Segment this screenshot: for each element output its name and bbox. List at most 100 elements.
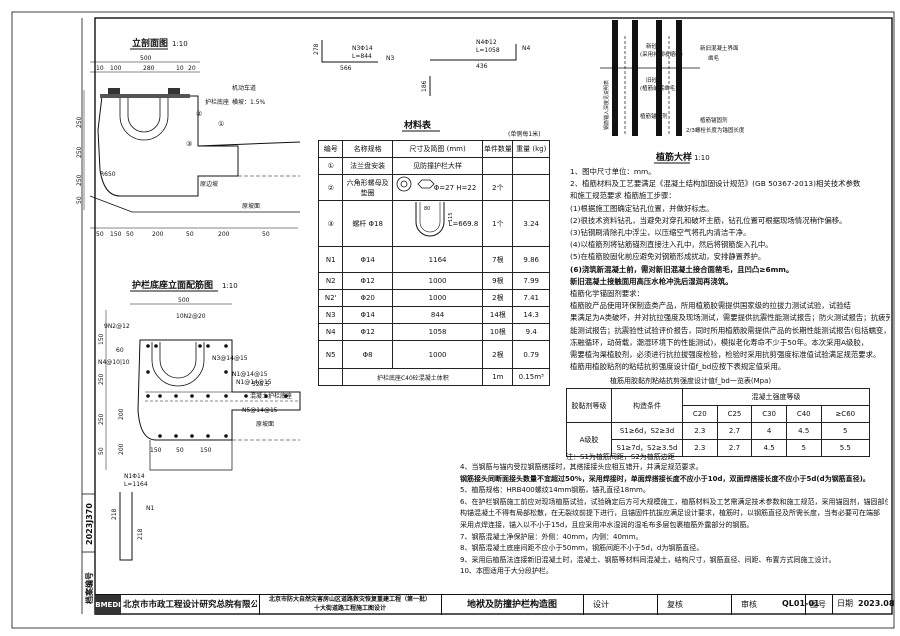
dim-20: 20	[188, 65, 196, 72]
table-cell: ①	[317, 157, 344, 175]
gr-dim-150c: 150	[200, 447, 212, 454]
table-cell: 2根	[482, 340, 514, 369]
table-cell: 2根	[482, 289, 514, 307]
gr-tag-1: 9N2@12	[104, 323, 130, 330]
rebar-dot	[206, 394, 210, 398]
mt-head-qty: 单件数量	[482, 140, 514, 158]
rebar-dot	[284, 394, 288, 398]
anchor-new-concrete: 新砼	[646, 42, 658, 50]
note-line: 能测试报告；抗震验性试验评价报告，同时所用植筋胶需提供产品的长期性能测试报告(包…	[570, 325, 890, 335]
rebar-dot	[206, 344, 210, 348]
table-cell	[317, 368, 344, 386]
table-cell: N3	[317, 306, 344, 324]
rebar-n1-sketch: N1Φ14 L=1164 218 218 N1	[111, 473, 154, 561]
table-cell: N4	[317, 323, 344, 341]
table-cell: 5.5	[820, 439, 871, 457]
bond-table-title: 植筋用胶黏剂粘结抗剪强度设计值f_bd一览表(Mpa)	[610, 377, 772, 385]
gr-dim-200b: 200	[118, 443, 125, 455]
label-base: 护栏底座	[205, 98, 229, 106]
gr-tag-7: N5@14@15	[242, 407, 278, 414]
n3-dim-a: 278	[313, 43, 320, 55]
date-label: 日期	[832, 594, 853, 614]
table-cell: ②	[317, 174, 344, 201]
guardrail-scale: 1:10	[222, 282, 238, 290]
n4-num: N4	[522, 45, 530, 52]
company-name: 北京市市政工程设计研究总院有限公司	[123, 600, 257, 610]
outer-frame	[11, 11, 895, 629]
elevation-scale: 1:10	[172, 40, 188, 48]
dim-side-1: 250	[76, 116, 83, 128]
note-line: 8、钢筋混凝土底座间距不应小于50mm，钢筋间距不小于5d，d为钢筋直径。	[460, 544, 704, 553]
table-cell: 0.79	[512, 340, 550, 369]
rebar-dot	[224, 434, 228, 438]
table-cell: 2.7	[716, 422, 753, 440]
dim-10b: 10	[176, 65, 184, 72]
note-line: 和施工规范要求 植筋施工步骤：	[570, 191, 676, 201]
anchor-detail: 新砼 (采用补偿收缩砼) 旧砼 (植筋前需凿毛) 植筋锚固剂 新旧混凝土界面 凿…	[600, 20, 745, 164]
dim-100: 100	[110, 65, 122, 72]
table-cell: Φ20	[342, 289, 393, 307]
anchor-length: 2/3螺栓长度为锚固长度	[686, 126, 745, 134]
note-line: 采用点焊连接，锚入以不小于15d，且应采用冲水湿润的湿毛布多层包裹植筋外露部分的…	[460, 520, 754, 529]
rebar-dot	[158, 434, 162, 438]
rebar-dot	[146, 344, 150, 348]
gr-dim-50b: 50	[176, 447, 184, 454]
rebar-dot	[174, 394, 178, 398]
n4-dim-a: 436	[476, 63, 488, 70]
table-cell: 0.15m³	[512, 368, 550, 386]
circle-2: ②	[196, 110, 202, 118]
table-cell: 4.5	[785, 422, 822, 440]
note-line: 6、在护栏钢筋施工前应对现场植筋试验，试验确定后方可大规模施工，植筋材料及工艺需…	[460, 497, 888, 506]
anchor-title: 植筋大样	[655, 151, 692, 163]
anchor-scale: 1:10	[694, 154, 710, 162]
bond-grade-c25: C25	[716, 405, 753, 423]
table-cell: 4.5	[751, 439, 787, 457]
table-cell: 2个	[482, 174, 514, 201]
table-cell	[512, 157, 550, 175]
bond-strength-table: 胶黏剂等级 构造条件 混凝土强度等级 C20 C25 C30 C40 ≥C60 …	[566, 388, 871, 457]
note-line: 植筋胶产品使用环保制造类产品，所用植筋胶需提供国家级的拉拔力测试试验，试验结	[570, 301, 851, 311]
note-line: 钢筋接头同断面接头数量不宜超过50%，采用焊接时，单面焊搭接长度不应小于10d，…	[460, 474, 870, 483]
anchor-roughen: 凿毛	[708, 54, 720, 62]
note-line: 需要植沟渠植胶剂，必须进行抗拉拔强度检验，检验时采用抗剪强度标准值试验满足规范要…	[570, 350, 881, 360]
dim-500: 500	[140, 55, 152, 62]
table-cell: 5	[820, 422, 871, 440]
table-cell: 2.3	[682, 422, 718, 440]
sheet-no-label: 图号	[805, 595, 830, 615]
dim-b5: 50	[186, 231, 194, 238]
table-cell: 1000	[391, 289, 484, 307]
archive-label: 档案编号	[84, 572, 94, 604]
dim-b7: 50	[262, 231, 270, 238]
gr-dim-150b: 150	[150, 447, 162, 454]
gr-tag-5: N1@14@15	[232, 371, 268, 378]
project-name-2: 十大街道路工程施工图设计	[313, 605, 386, 612]
mt-head-name: 名称规格	[342, 140, 393, 158]
table-cell: N5	[317, 340, 344, 369]
notes-block-2: 4、当钢筋与锚内受拉钢筋搭接时，其搭接接头应相互错开，并满足规范要求。 钢筋接头…	[460, 462, 888, 578]
table-cell: 2.7	[716, 439, 753, 457]
rebar-n4-sketch: N4Φ12 L=1058 N4 436 186	[421, 39, 530, 96]
dim-side-4: 50	[76, 196, 83, 204]
n4-len: L=1058	[476, 47, 500, 54]
table-cell: 10根	[482, 323, 514, 341]
company-logo: BMEDI	[95, 595, 121, 615]
gr-label-base: 混凝土护栏底座	[250, 392, 292, 400]
table-cell: 1000	[391, 272, 484, 290]
n3-tag: N3Φ14	[352, 45, 373, 52]
rebar-dot	[146, 370, 150, 374]
gr-tag-3: N4@10|10	[98, 359, 130, 366]
table-cell	[512, 174, 550, 201]
drawing-border	[94, 17, 893, 615]
table-cell: N1	[317, 246, 344, 273]
table-cell: 1058	[391, 323, 484, 341]
gr-tag-4: N3@14@15	[212, 355, 248, 362]
mt-head-no: 编号	[317, 140, 344, 158]
dim-b3: 50	[126, 231, 134, 238]
label-orig-face: 原坡面	[242, 202, 260, 210]
table-cell: 见防撞护栏大样	[391, 157, 484, 175]
anchor-glue-right: 植筋锚固剂	[700, 116, 728, 124]
rebar-dot	[264, 394, 268, 398]
note-line: 1、图中尺寸单位：mm。	[570, 167, 656, 176]
table-cell: Φ12	[342, 323, 393, 341]
